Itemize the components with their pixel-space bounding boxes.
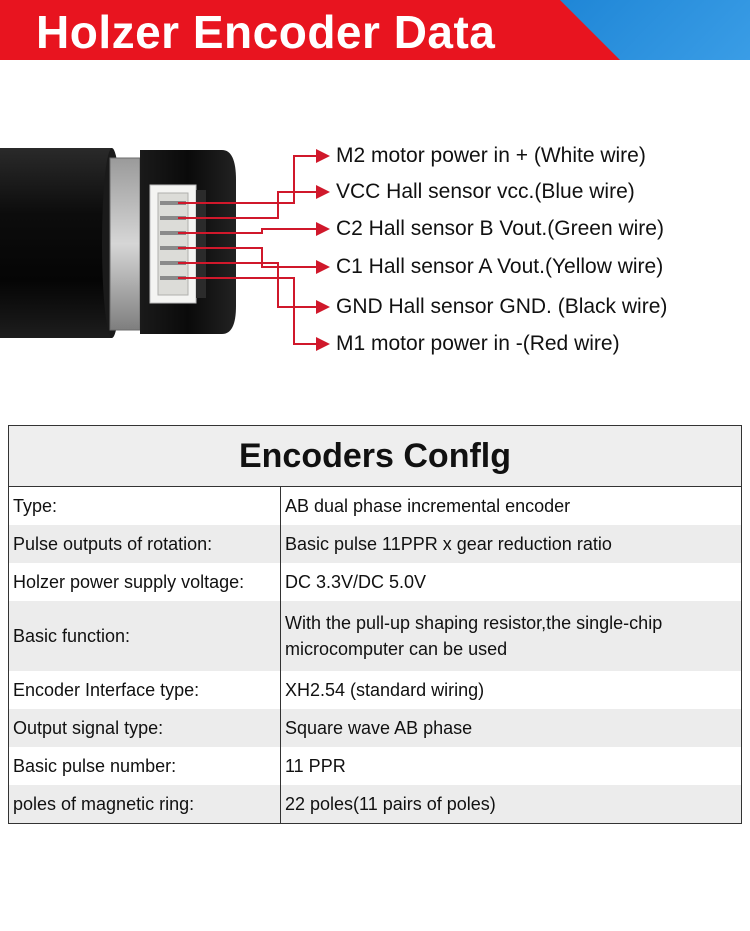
motor-illustration <box>0 148 330 351</box>
row-label: Basic function: <box>8 601 281 671</box>
row-label: Basic pulse number: <box>8 747 281 785</box>
row-value: Basic pulse 11PPR x gear reduction ratio <box>280 525 742 563</box>
row-label: poles of magnetic ring: <box>8 785 281 824</box>
wire-label-gnd: GND Hall sensor GND. (Black wire) <box>336 295 668 318</box>
metal-ring <box>109 157 141 331</box>
connector-pin <box>160 261 186 265</box>
table-row: Encoder Interface type: XH2.54 (standard… <box>8 671 742 709</box>
page-title: Holzer Encoder Data <box>36 6 496 58</box>
table-row: Type: AB dual phase incremental encoder <box>8 486 742 525</box>
table-row: Basic function: With the pull-up shaping… <box>8 601 742 671</box>
wire-label-c1: C1 Hall sensor A Vout.(Yellow wire) <box>336 255 664 278</box>
wiring-diagram: M2 motor power in + (White wire) VCC Hal… <box>0 120 750 370</box>
wire-arrow <box>178 222 330 236</box>
row-label: Type: <box>8 486 281 525</box>
row-value: Square wave AB phase <box>280 709 742 747</box>
row-label: Output signal type: <box>8 709 281 747</box>
connector <box>149 184 206 304</box>
header-banner: Holzer Encoder Data <box>0 0 750 60</box>
table-row: Pulse outputs of rotation: Basic pulse 1… <box>8 525 742 563</box>
wire-arrow <box>178 277 330 351</box>
motor-body <box>0 148 122 338</box>
row-label: Holzer power supply voltage: <box>8 563 281 601</box>
row-label: Pulse outputs of rotation: <box>8 525 281 563</box>
wire-label-vcc: VCC Hall sensor vcc.(Blue wire) <box>336 180 635 203</box>
wire-arrow <box>178 247 330 274</box>
row-value: 22 poles(11 pairs of poles) <box>280 785 742 824</box>
table-row: Basic pulse number: 11 PPR <box>8 747 742 785</box>
connector-pins <box>160 201 186 280</box>
wire-arrows <box>178 149 330 351</box>
row-label: Encoder Interface type: <box>8 671 281 709</box>
connector-pin <box>160 201 186 205</box>
wire-label-m1: M1 motor power in -(Red wire) <box>336 332 620 355</box>
connector-pin <box>160 231 186 235</box>
row-value: 11 PPR <box>280 747 742 785</box>
wire-arrow <box>178 262 330 314</box>
row-value: DC 3.3V/DC 5.0V <box>280 563 742 601</box>
row-value: With the pull-up shaping resistor,the si… <box>280 601 742 671</box>
table-row: Holzer power supply voltage: DC 3.3V/DC … <box>8 563 742 601</box>
banner-accent <box>560 0 750 60</box>
row-value: AB dual phase incremental encoder <box>280 486 742 525</box>
table-row: Output signal type: Square wave AB phase <box>8 709 742 747</box>
wire-arrow <box>178 185 330 219</box>
table-title: Encoders Conflg <box>8 425 742 487</box>
connector-pin <box>160 216 186 220</box>
row-value: XH2.54 (standard wiring) <box>280 671 742 709</box>
wire-arrow <box>178 149 330 204</box>
connector-pin <box>160 276 186 280</box>
table-row: poles of magnetic ring: 22 poles(11 pair… <box>8 785 742 824</box>
encoder-config-table: Encoders Conflg Type: AB dual phase incr… <box>8 425 742 824</box>
wire-label-c2: C2 Hall sensor B Vout.(Green wire) <box>336 217 664 240</box>
connector-pin <box>160 246 186 250</box>
wire-label-m2: M2 motor power in + (White wire) <box>336 144 646 167</box>
